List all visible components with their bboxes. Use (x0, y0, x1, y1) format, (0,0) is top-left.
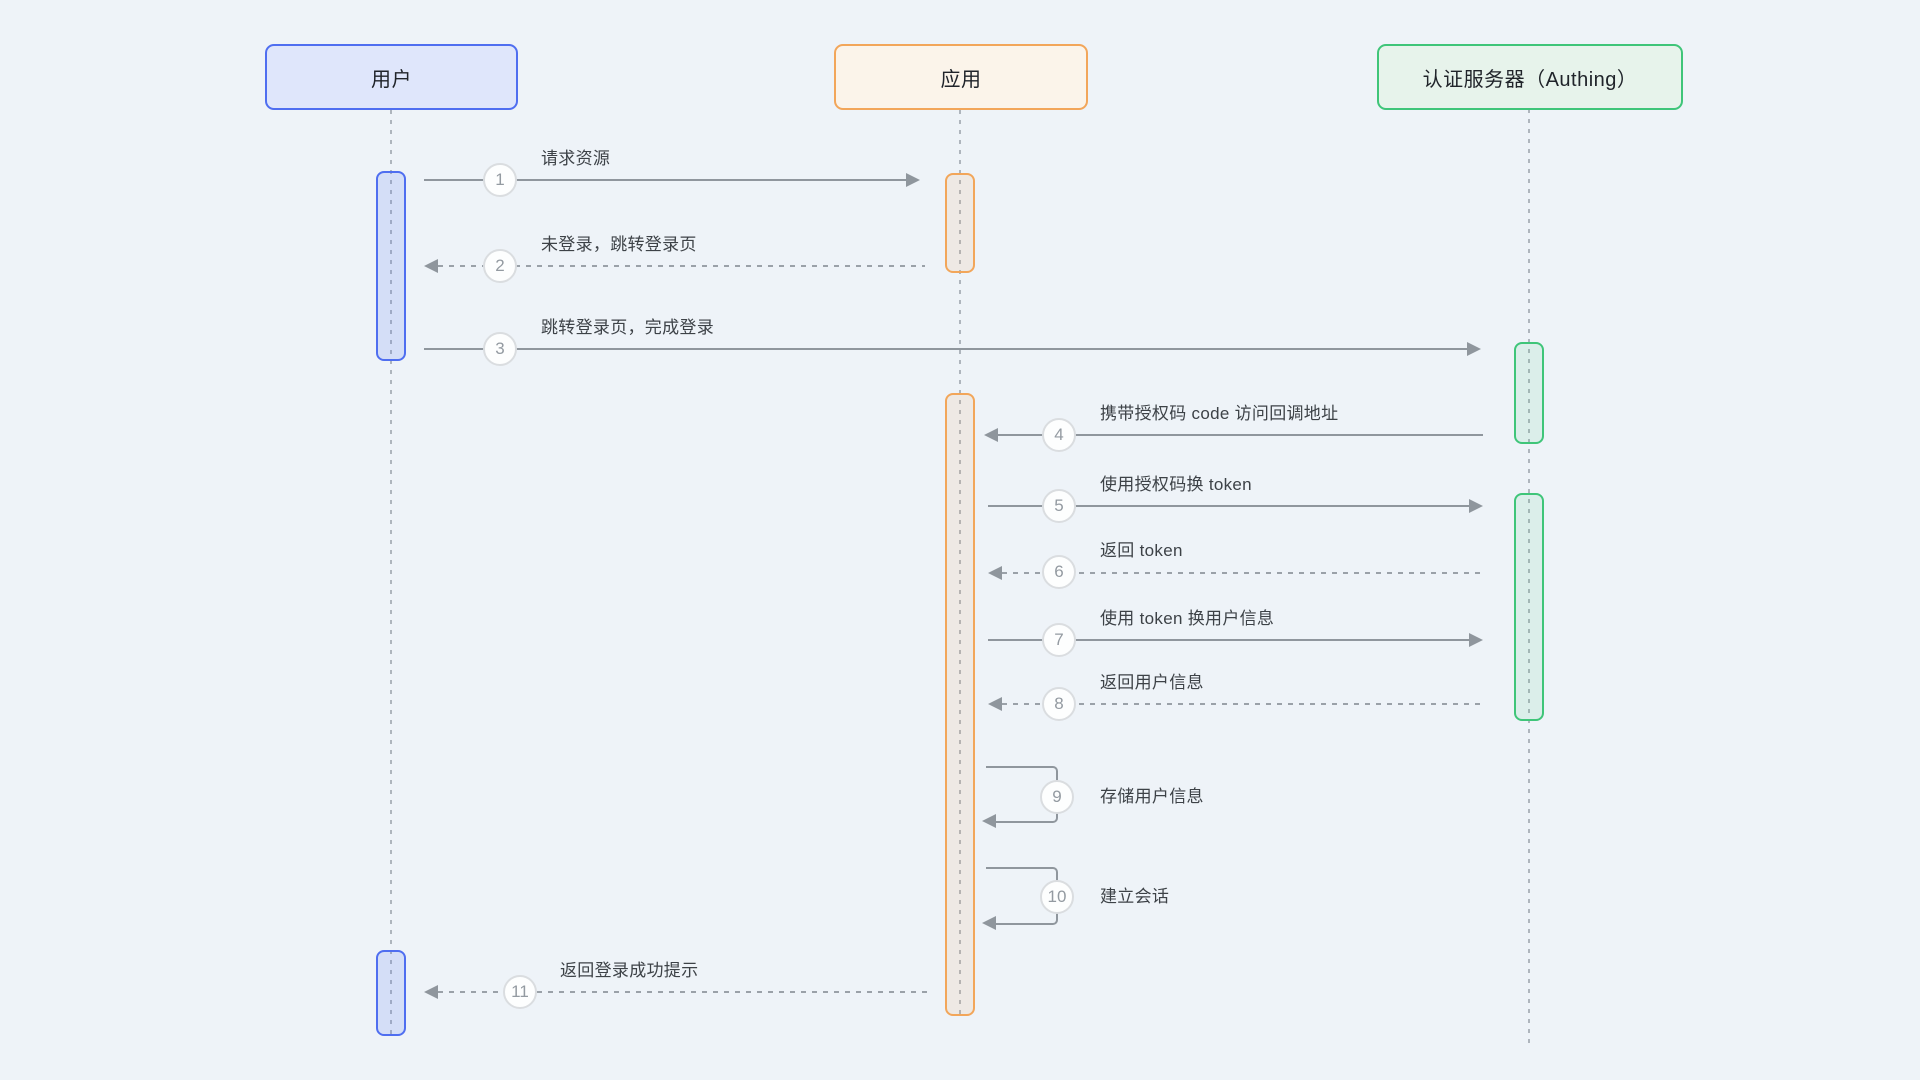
activation-bar-app-1 (945, 173, 975, 273)
arrowhead-right-icon (1467, 342, 1481, 356)
participant-app-label: 应用 (940, 68, 982, 91)
message-3-line (424, 348, 1467, 350)
message-1-line (424, 179, 908, 181)
message-4-line (998, 434, 1483, 436)
arrowhead-left-icon (424, 985, 438, 999)
message-4-label: 携带授权码 code 访问回调地址 (1100, 404, 1339, 423)
message-4-number-text: 4 (1054, 425, 1064, 444)
message-10-number-text: 10 (1047, 887, 1067, 906)
arrowhead-right-icon (906, 173, 920, 187)
lifeline-auth (1528, 109, 1530, 1045)
message-6-line (1002, 572, 1483, 574)
message-6-number-text: 6 (1054, 562, 1064, 581)
message-11-line (438, 991, 927, 993)
message-6-label: 返回 token (1100, 541, 1183, 560)
message-8-line (1002, 703, 1483, 705)
arrowhead-left-icon (988, 697, 1002, 711)
lifeline-user (390, 110, 392, 1036)
message-8-number: 8 (1042, 687, 1076, 721)
message-11-number: 11 (503, 975, 537, 1009)
arrowhead-right-icon (1469, 499, 1483, 513)
message-1-number-text: 1 (495, 170, 505, 189)
participant-user-label: 用户 (371, 68, 412, 91)
message-1-label: 请求资源 (541, 149, 611, 168)
activation-bar-user-1 (376, 171, 406, 361)
message-7-number-text: 7 (1054, 630, 1064, 649)
message-4-number: 4 (1042, 418, 1076, 452)
participant-app: 应用 (834, 44, 1088, 110)
participant-auth-label: 认证服务器（Authing） (1422, 68, 1638, 91)
message-3-number-text: 3 (495, 339, 505, 358)
message-3-label: 跳转登录页，完成登录 (541, 318, 714, 337)
message-2-label: 未登录，跳转登录页 (541, 235, 697, 254)
message-1-number: 1 (483, 163, 517, 197)
message-5-number-text: 5 (1054, 496, 1064, 515)
message-9-label: 存储用户信息 (1100, 787, 1204, 806)
arrowhead-left-icon (982, 814, 996, 828)
message-2-line (438, 265, 925, 267)
activation-bar-app-2 (945, 393, 975, 1016)
message-2-number-text: 2 (495, 256, 505, 275)
message-7-number: 7 (1042, 623, 1076, 657)
activation-bar-auth-2 (1514, 493, 1544, 721)
arrowhead-left-icon (988, 566, 1002, 580)
activation-bar-user-2 (376, 950, 406, 1036)
message-10-label: 建立会话 (1100, 887, 1170, 906)
message-7-label: 使用 token 换用户信息 (1100, 609, 1275, 628)
message-9-number: 9 (1040, 780, 1074, 814)
message-3-number: 3 (483, 332, 517, 366)
activation-bar-auth-1 (1514, 342, 1544, 444)
message-8-number-text: 8 (1054, 694, 1064, 713)
message-7-line (988, 639, 1469, 641)
arrowhead-left-icon (984, 428, 998, 442)
lifeline-app (959, 110, 961, 1016)
arrowhead-left-icon (424, 259, 438, 273)
message-10-number: 10 (1040, 880, 1074, 914)
message-5-number: 5 (1042, 489, 1076, 523)
message-5-line (988, 505, 1469, 507)
message-11-label: 返回登录成功提示 (560, 961, 699, 980)
arrowhead-right-icon (1469, 633, 1483, 647)
message-9-number-text: 9 (1052, 787, 1062, 806)
message-5-label: 使用授权码换 token (1100, 475, 1252, 494)
message-8-label: 返回用户信息 (1100, 673, 1204, 692)
message-6-number: 6 (1042, 555, 1076, 589)
arrowhead-left-icon (982, 916, 996, 930)
message-11-number-text: 11 (511, 982, 529, 1001)
participant-user: 用户 (265, 44, 518, 110)
participant-auth: 认证服务器（Authing） (1377, 44, 1683, 110)
message-2-number: 2 (483, 249, 517, 283)
